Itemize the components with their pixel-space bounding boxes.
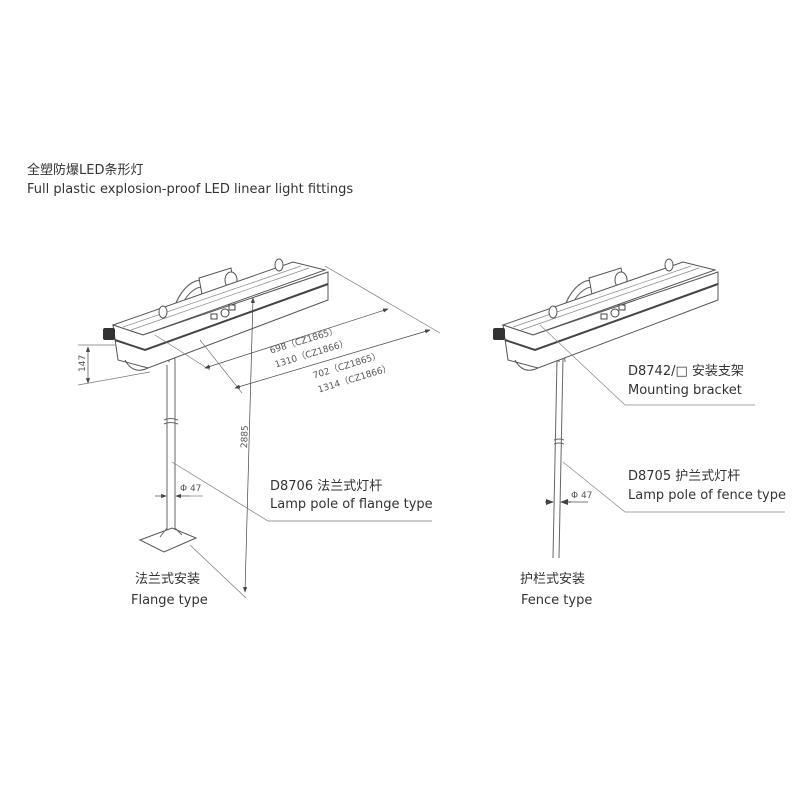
left-install-en: Flange type	[131, 593, 208, 608]
left-pole-label-cn: D8706 法兰式灯杆	[270, 479, 383, 494]
bracket-label-cn: D8742/□ 安装支架	[628, 364, 744, 379]
dim-total-height: 2885	[240, 425, 251, 449]
left-dimension-lines	[77, 265, 441, 599]
right-pole-label-cn: D8705 护兰式灯杆	[628, 469, 741, 484]
title-cn: 全塑防爆LED条形灯	[27, 163, 144, 178]
title-en: Full plastic explosion-proof LED linear …	[27, 182, 354, 197]
right-pole	[539, 324, 785, 559]
right-install-en: Fence type	[521, 593, 593, 608]
left-pole-label-en: Lamp pole of flange type	[270, 497, 433, 512]
left-pole	[138, 362, 198, 553]
bracket-label-en: Mounting bracket	[628, 383, 742, 398]
dim-pole-diameter-left: Φ 47	[180, 484, 202, 494]
right-lamp-fence-type	[492, 258, 719, 372]
left-install-cn: 法兰式安装	[135, 572, 201, 587]
right-install-cn: 护栏式安装	[520, 572, 586, 587]
dim-pole-diameter-right: Φ 47	[571, 491, 593, 501]
right-pole-label-en: Lamp pole of fence type	[628, 488, 786, 503]
dim-height: 147	[78, 354, 88, 372]
